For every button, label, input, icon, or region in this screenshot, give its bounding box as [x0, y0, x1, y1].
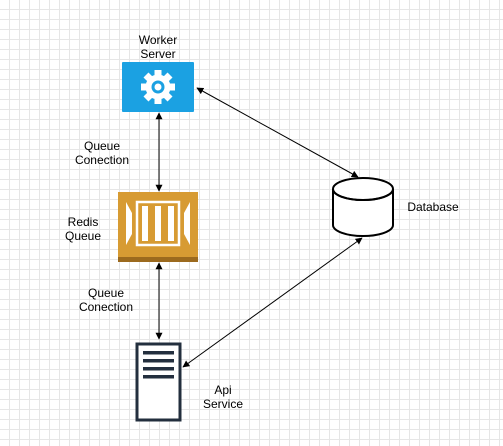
edge-worker-database	[196, 87, 359, 178]
api-service-label: Api Service	[202, 383, 243, 411]
gear-icon	[141, 70, 175, 104]
api-service-node	[135, 342, 182, 422]
redis-queue-label: Redis Queue	[64, 215, 102, 243]
worker-server-node	[122, 62, 194, 112]
edge-api-database	[182, 237, 363, 368]
edge-label-worker-redis: Queue Conection	[74, 139, 130, 167]
edge-label-redis-api: Queue Conection	[78, 286, 134, 314]
worker-server-label: Worker Server	[138, 33, 178, 61]
queue-icon	[126, 200, 190, 247]
database-icon	[332, 177, 394, 237]
server-icon	[135, 342, 182, 422]
redis-queue-node	[118, 192, 198, 262]
database-label: Database	[407, 200, 459, 214]
database-node	[332, 177, 394, 237]
